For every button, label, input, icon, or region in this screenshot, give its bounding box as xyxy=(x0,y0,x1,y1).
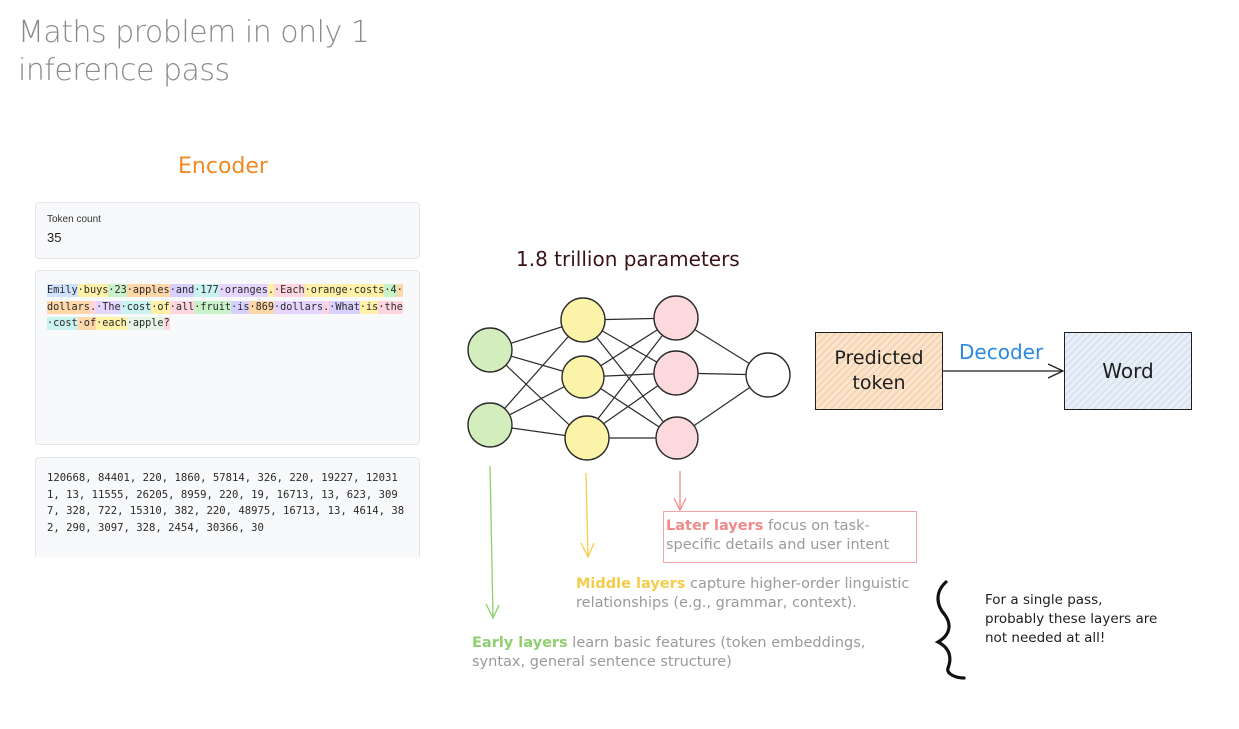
token-chip: ·apple xyxy=(126,317,164,330)
word-label: Word xyxy=(1102,359,1154,383)
token-chip: ·orange xyxy=(304,284,348,297)
output-node xyxy=(745,352,791,398)
token-chip: ·cost xyxy=(47,317,78,330)
later-layers-heading: Later layers xyxy=(666,518,764,534)
early-layer-node xyxy=(467,402,513,448)
token-chip: . xyxy=(323,300,330,314)
later-arrow xyxy=(673,471,687,512)
token-count-panel: Token count 35 xyxy=(35,202,420,259)
word-box: Word xyxy=(1064,332,1192,410)
later-layer-node xyxy=(653,295,699,341)
token-ids-panel: 120668, 84401, 220, 1860, 57814, 326, 22… xyxy=(35,457,420,557)
single-pass-note: For a single pass, probably these layers… xyxy=(985,592,1158,646)
token-chip: ·of xyxy=(77,317,97,330)
token-chip: ·buys xyxy=(77,284,109,297)
token-chip: ·The xyxy=(96,300,121,314)
early-arrow xyxy=(485,465,500,620)
predicted-token-box: Predicted token xyxy=(815,332,943,410)
token-ids-text: 120668, 84401, 220, 1860, 57814, 326, 22… xyxy=(47,472,405,534)
encoder-label: Encoder xyxy=(178,154,268,179)
middle-layer-node xyxy=(561,355,605,399)
token-chip: ·Each xyxy=(274,284,305,297)
token-chip: ·and xyxy=(169,284,195,297)
token-chip: ·is xyxy=(231,300,250,314)
later-layers-annotation: Later layers focus on task-specific deta… xyxy=(663,511,917,563)
later-layers-description: focus on task-specific details and user … xyxy=(666,518,890,553)
decoder-label: Decoder xyxy=(959,340,1044,364)
token-chip: ·177 xyxy=(194,284,219,297)
parameters-label: 1.8 trillion parameters xyxy=(516,247,740,271)
middle-layer-node xyxy=(564,415,610,461)
token-chip: ·4 xyxy=(384,284,397,297)
token-chip: ·apples xyxy=(126,284,170,297)
token-chip: ·23 xyxy=(108,284,127,297)
early-layers-annotation: Early layers learn basic features (token… xyxy=(472,634,892,672)
token-chip: ·What xyxy=(329,300,360,314)
token-chip: . xyxy=(267,284,274,297)
token-count-value: 35 xyxy=(47,230,62,245)
tokenized-text-panel: Emily·buys·23·apples·and·177·oranges.·Ea… xyxy=(35,270,420,445)
token-chip: ·cost xyxy=(120,300,152,314)
token-chip: ·oranges xyxy=(218,284,268,297)
token-chip: ·fruit xyxy=(194,300,232,314)
middle-arrow xyxy=(580,472,595,559)
token-chip: ·869 xyxy=(249,300,275,314)
token-chip: ? xyxy=(163,317,170,330)
later-layer-node xyxy=(655,416,699,460)
early-layers-description: learn basic features (token embeddings, … xyxy=(472,635,866,670)
middle-layers-description: capture higher-order linguistic relation… xyxy=(576,576,910,611)
token-chip: Emily xyxy=(47,284,78,297)
predicted-token-label: Predicted token xyxy=(834,347,924,394)
curly-brace-icon xyxy=(934,580,966,680)
token-count-label: Token count xyxy=(47,214,101,225)
early-layers-heading: Early layers xyxy=(472,635,568,651)
token-chip: ·costs xyxy=(347,284,385,297)
page-title: Maths problem in only 1 inference pass xyxy=(18,15,370,88)
early-layer-node xyxy=(467,327,513,373)
middle-layers-heading: Middle layers xyxy=(576,576,686,592)
decoder-arrow xyxy=(943,363,1065,379)
network-connections xyxy=(489,317,769,439)
token-chip: ·dollars xyxy=(274,300,324,314)
token-chip: . xyxy=(89,300,97,314)
token-chip: ·the xyxy=(378,300,403,314)
middle-layers-annotation: Middle layers capture higher-order lingu… xyxy=(576,575,921,613)
token-chip: ·of xyxy=(151,300,170,314)
token-chip: ·each xyxy=(96,317,127,330)
later-layer-node xyxy=(653,350,699,396)
token-chip: ·all xyxy=(169,300,195,314)
tokenized-text: Emily·buys·23·apples·and·177·oranges.·Ea… xyxy=(47,283,408,333)
token-chip: ·is xyxy=(359,300,379,314)
middle-layer-node xyxy=(560,297,606,343)
